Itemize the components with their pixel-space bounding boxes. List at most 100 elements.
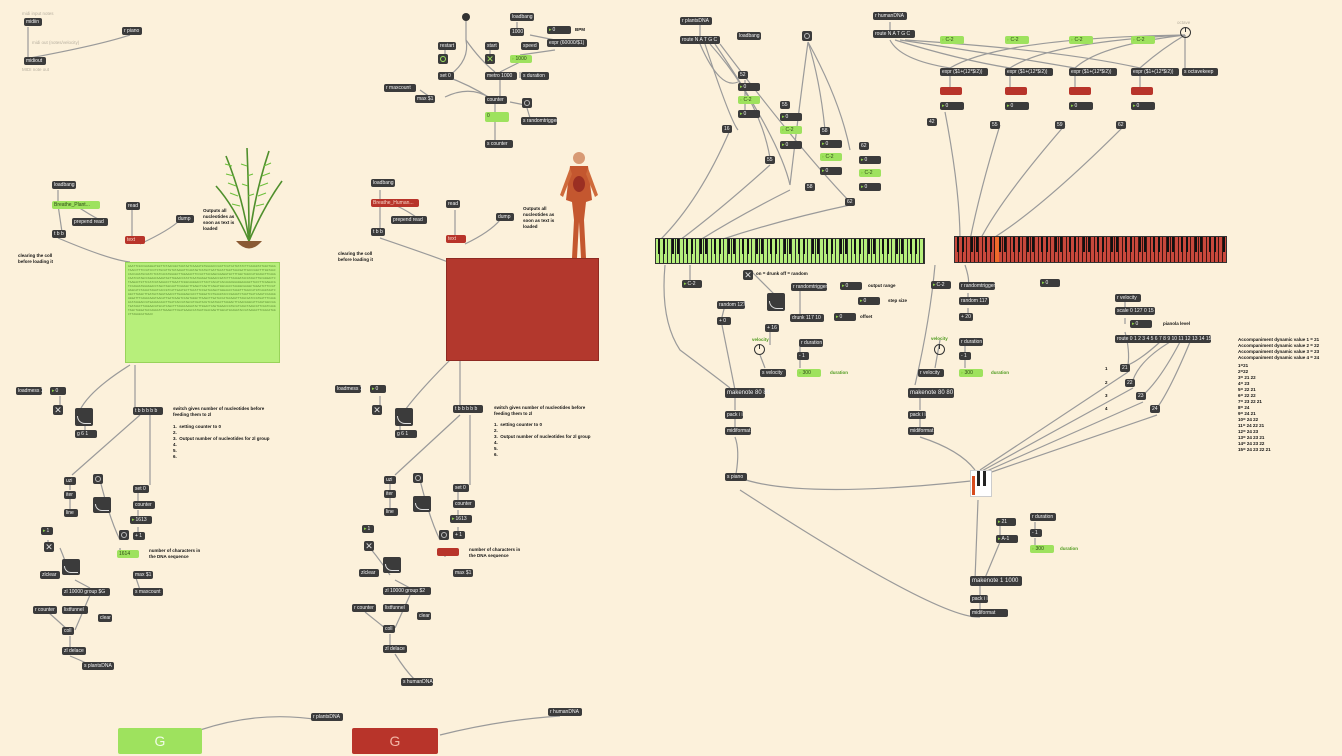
hr-num-0c[interactable]: 0: [1069, 102, 1093, 110]
metro-bpm-number[interactable]: 0: [547, 26, 571, 34]
pr-n58b[interactable]: 58: [805, 183, 815, 191]
pr-n58[interactable]: 58: [820, 127, 830, 135]
hr-r-humandna[interactable]: r humanDNA: [873, 12, 907, 20]
pr-num-0f[interactable]: 0: [820, 167, 842, 175]
acc-a1-num[interactable]: A-1: [996, 535, 1018, 543]
pr-plus0[interactable]: + 0: [717, 317, 731, 325]
acc-makenote[interactable]: makenote 1 1000: [970, 576, 1022, 586]
hr-num-0d[interactable]: 0: [1131, 102, 1155, 110]
pr-plus16[interactable]: + 16: [765, 324, 779, 332]
acc-level-num[interactable]: 0: [1130, 320, 1152, 328]
metro-inlet-dot[interactable]: [462, 13, 470, 21]
plants-zl-group[interactable]: zl 10000 group $G: [62, 588, 110, 596]
humans-count-value[interactable]: 1613: [450, 515, 472, 523]
plants-toggle-x2[interactable]: ✕: [44, 542, 54, 552]
plants-uzi[interactable]: uzi: [64, 477, 76, 485]
pr-duration-num[interactable]: 300: [797, 369, 821, 377]
plants-s-maxcount[interactable]: s maxcount: [133, 588, 163, 596]
pr-drunk-toggle[interactable]: ✕: [743, 270, 753, 280]
r-piano-object[interactable]: r piano: [122, 27, 142, 35]
pr-n62b[interactable]: 62: [845, 198, 855, 206]
plants-counter[interactable]: counter: [133, 501, 155, 509]
pr-note-out[interactable]: C-2: [682, 280, 702, 288]
hr-velocity-dial[interactable]: [934, 344, 945, 355]
humans-toggle-x[interactable]: ✕: [372, 405, 382, 415]
bottom-r-plantsdna[interactable]: r plantsDNA: [311, 713, 343, 721]
hr-makenote[interactable]: makenote 80 80: [908, 388, 954, 398]
pr-random[interactable]: random 127: [717, 301, 746, 309]
pr-note-d[interactable]: C-2: [859, 169, 881, 177]
acc-midiformat[interactable]: midiformat: [970, 609, 1008, 617]
metro-start[interactable]: start: [485, 42, 499, 50]
hr-n55[interactable]: 55: [990, 121, 1000, 129]
hr-red-num-4[interactable]: [1131, 87, 1153, 95]
pr-drunk-slider[interactable]: [767, 293, 785, 311]
hr-note-out[interactable]: C-2: [931, 281, 951, 289]
plants-trigger-bbbbbb[interactable]: t b b b b b: [133, 407, 163, 415]
metro-r-maxcount[interactable]: r maxcount: [384, 84, 416, 92]
plants-count-value[interactable]: 1613: [130, 516, 152, 524]
pr-num-0c[interactable]: 0: [780, 113, 802, 121]
metro-max[interactable]: max $1: [415, 95, 435, 103]
plants-iter[interactable]: iter: [64, 491, 76, 499]
plants-zl-delace[interactable]: zl delace: [62, 647, 86, 655]
plants-toggle-x[interactable]: ✕: [53, 405, 63, 415]
plants-file-menu[interactable]: Breathe_Plant...: [52, 201, 100, 209]
acc-n22[interactable]: 22: [1125, 379, 1135, 387]
metro-bang-2[interactable]: [522, 98, 532, 108]
pr-note-c[interactable]: C-2: [820, 153, 842, 161]
humans-keyboard[interactable]: [954, 236, 1227, 263]
acc-n21[interactable]: 21: [1120, 364, 1130, 372]
humans-trigger-bbbbbb[interactable]: t b b b b b: [453, 405, 483, 413]
pr-n52[interactable]: 52: [738, 71, 748, 79]
pr-n55b[interactable]: 55: [765, 156, 775, 164]
acc-minus1[interactable]: - 1: [1030, 529, 1042, 537]
pr-n62[interactable]: 62: [859, 142, 869, 150]
humans-toggle-x2[interactable]: ✕: [364, 541, 374, 551]
acc-pack[interactable]: pack i i: [970, 595, 988, 603]
pr-num-0g[interactable]: 0: [859, 156, 881, 164]
plants-clear[interactable]: clear: [98, 614, 112, 622]
humans-set0[interactable]: set 0: [453, 484, 469, 492]
metro-counter-value[interactable]: 0: [485, 112, 509, 122]
pr-s-velocity[interactable]: s velocity: [760, 369, 786, 377]
hr-note-1[interactable]: C-2: [940, 36, 964, 44]
humans-one[interactable]: 1: [362, 525, 374, 533]
acc-route[interactable]: route 0 1 2 3 4 5 6 7 8 9 10 11 12 13 14…: [1115, 335, 1212, 343]
hr-red-num-3[interactable]: [1069, 87, 1091, 95]
acc-n24[interactable]: 24: [1150, 405, 1160, 413]
hr-minus1[interactable]: - 1: [959, 352, 971, 360]
pr-r-duration[interactable]: r duration: [799, 339, 823, 347]
metro-s-counter[interactable]: s counter: [485, 140, 513, 148]
humans-listfunnel[interactable]: listfunnel: [383, 604, 409, 612]
plants-tbb[interactable]: t b b: [52, 230, 66, 238]
hr-plus20[interactable]: + 20: [959, 313, 973, 321]
hr-n42[interactable]: 42: [927, 118, 937, 126]
plants-slider-2[interactable]: [62, 559, 80, 575]
acc-r-duration[interactable]: r duration: [1030, 513, 1056, 521]
pr-num-0e[interactable]: 0: [820, 140, 842, 148]
pr-midiformat[interactable]: midiformat: [725, 427, 751, 435]
humans-clear[interactable]: clear: [417, 612, 431, 620]
pr-note-a[interactable]: C-2: [738, 96, 760, 104]
plants-counter-bang[interactable]: [119, 530, 129, 540]
pr-bang[interactable]: [802, 31, 812, 41]
hr-n59[interactable]: 59: [1055, 121, 1065, 129]
humans-slider-2[interactable]: [383, 557, 401, 573]
metro-metro-object[interactable]: metro 1000: [485, 72, 517, 80]
plants-g-display[interactable]: G: [118, 728, 202, 754]
plants-read-message[interactable]: read: [126, 202, 140, 210]
plants-function-slider[interactable]: [75, 408, 93, 426]
pr-num-0b[interactable]: 0: [738, 110, 760, 118]
humans-uzi[interactable]: uzi: [384, 476, 396, 484]
pr-r-randomtrigger[interactable]: r randomtrigger: [791, 283, 828, 291]
hr-note-4[interactable]: C-2: [1131, 36, 1155, 44]
midiout-object[interactable]: midiout: [24, 57, 46, 65]
pr-velocity-dial[interactable]: [754, 344, 765, 355]
plants-s-plantsdna[interactable]: s plantsDNA: [82, 662, 114, 670]
metro-set0[interactable]: set 0: [438, 72, 454, 80]
metro-expr[interactable]: expr (60000/$1): [547, 39, 587, 47]
humans-counter[interactable]: counter: [453, 500, 475, 508]
plants-loadbang[interactable]: loadbang: [52, 181, 76, 189]
plants-loadmess[interactable]: loadmess 1: [16, 387, 44, 395]
